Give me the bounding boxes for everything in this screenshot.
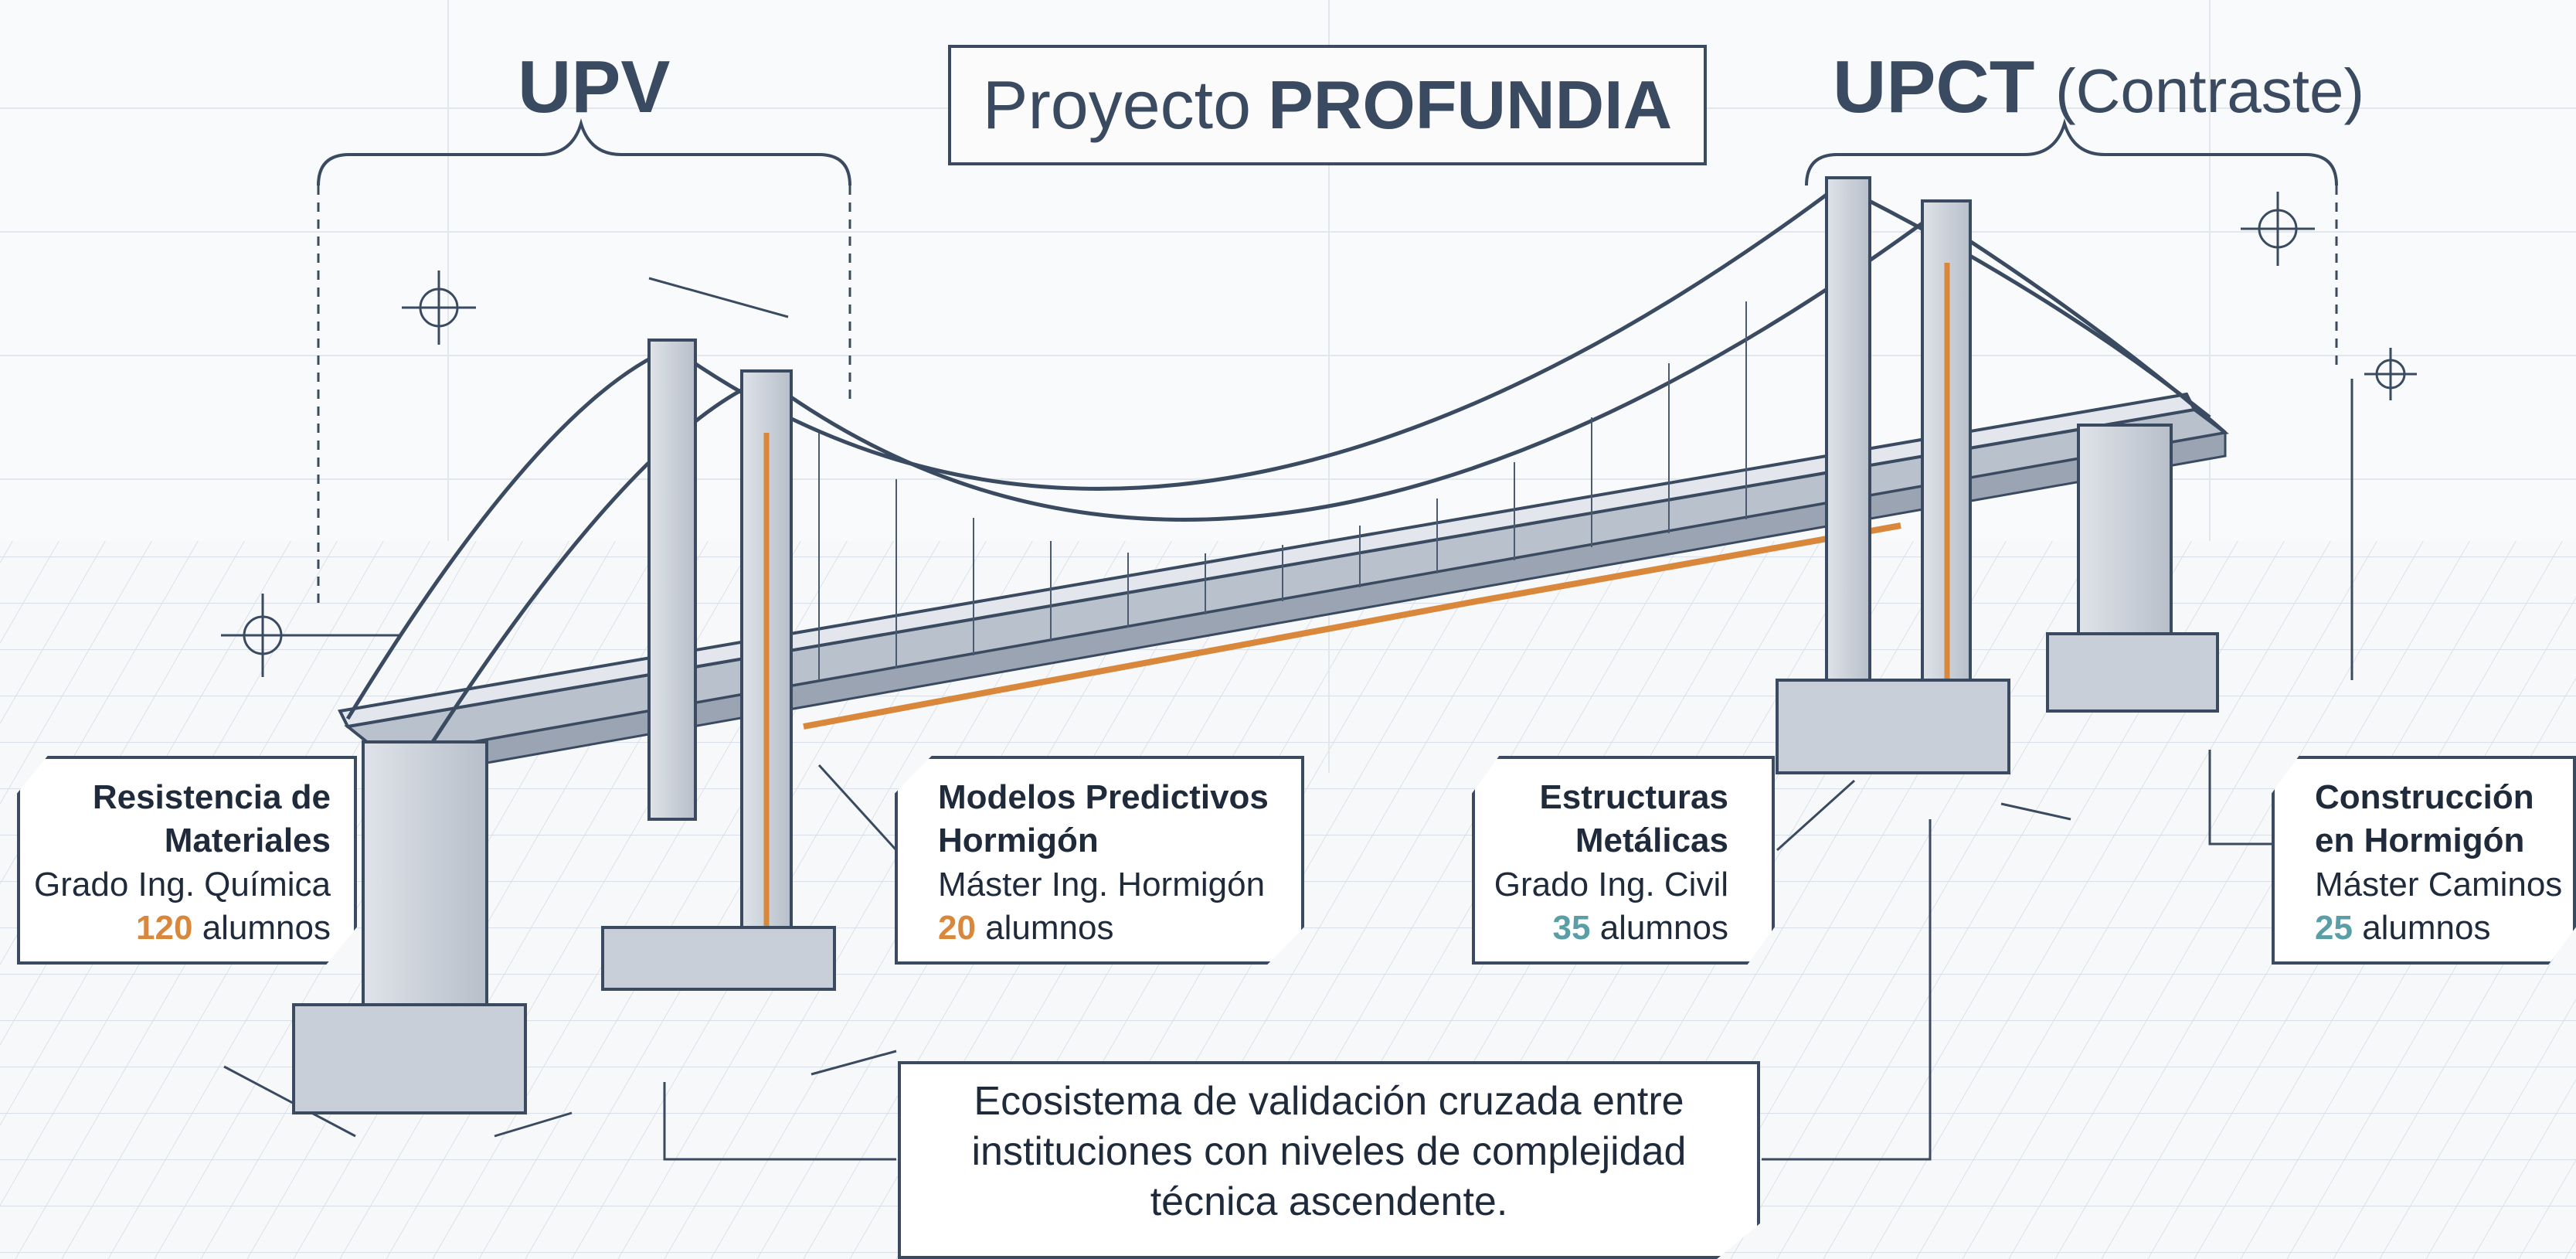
suspension-cables [345,183,2227,743]
course-subtitle: Máster Ing. Hormigón [938,865,1266,903]
student-count: 120 [136,908,193,947]
upv-heading: UPV [518,46,671,128]
student-count-suffix: alumnos [1599,908,1728,947]
course-title-line: Metálicas [1575,822,1728,860]
course-card-modelos: Modelos Predictivos Hormigón Máster Ing.… [895,756,1304,965]
course-title-line: Materiales [164,822,331,860]
course-title-line: Resistencia de [92,778,331,816]
course-title-line: en Hormigón [2315,822,2525,860]
student-count-suffix: alumnos [985,908,1114,947]
dimension-arrows [223,277,2353,1138]
student-count-suffix: alumnos [202,908,331,947]
student-count: 35 [1552,908,1591,947]
student-count-suffix: alumnos [2362,908,2491,947]
caption-line: instituciones con niveles de complejidad [971,1129,1687,1174]
upct-bracket [1805,118,2338,371]
project-title-prefix: Proyecto [982,66,1252,143]
course-subtitle: Máster Caminos [2315,865,2563,903]
course-card-construccion: Construcción en Hormigón Máster Caminos … [2272,756,2576,965]
project-title-name: PROFUNDIA [1268,66,1673,143]
upv-bracket [317,118,851,603]
ecosystem-caption: Ecosistema de validación cruzada entre i… [898,1061,1760,1259]
upct-heading: UPCT (Contraste) [1833,45,2364,130]
bridge-deck [338,392,2229,782]
course-title-line: Construcción [2315,778,2534,816]
course-title-line: Modelos Predictivos [938,778,1269,816]
hanger-lines [818,301,1747,680]
course-subtitle: Grado Ing. Civil [1494,865,1728,903]
caption-line: técnica ascendente. [1150,1179,1508,1224]
student-count: 25 [2315,908,2353,947]
leader-lines [663,750,2272,1161]
crosshair-marks [221,192,2417,677]
course-card-estructuras: Estructuras Metálicas Grado Ing. Civil 3… [1472,756,1775,965]
course-title-line: Hormigón [938,822,1099,860]
right-tower [1776,176,2219,774]
upct-heading-paren: (Contraste) [2055,56,2365,125]
student-count: 20 [938,908,976,947]
left-tower [292,339,836,1114]
upct-heading-main: UPCT [1833,46,2035,128]
course-title-line: Estructuras [1539,778,1728,816]
caption-line: Ecosistema de validación cruzada entre [974,1079,1684,1124]
course-subtitle: Grado Ing. Química [34,865,331,903]
course-card-resistencia: Resistencia de Materiales Grado Ing. Quí… [17,756,357,965]
